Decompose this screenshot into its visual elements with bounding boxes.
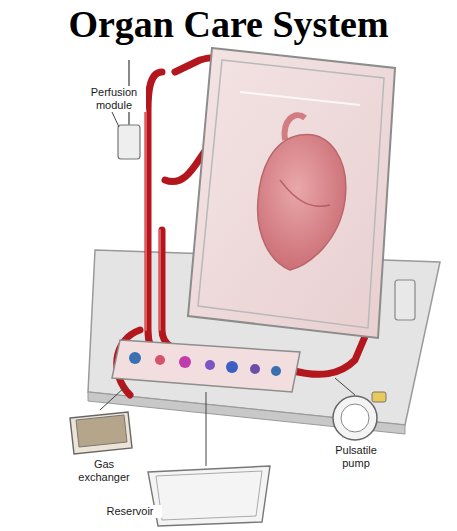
- part-label: Pulsatile pump: [322, 444, 390, 470]
- diagram-title: Organ Care System: [68, 2, 388, 46]
- part-label: Gas exchanger: [70, 458, 138, 484]
- part-label: Reservoir: [98, 505, 162, 518]
- part-label: Perfusion module: [82, 86, 146, 112]
